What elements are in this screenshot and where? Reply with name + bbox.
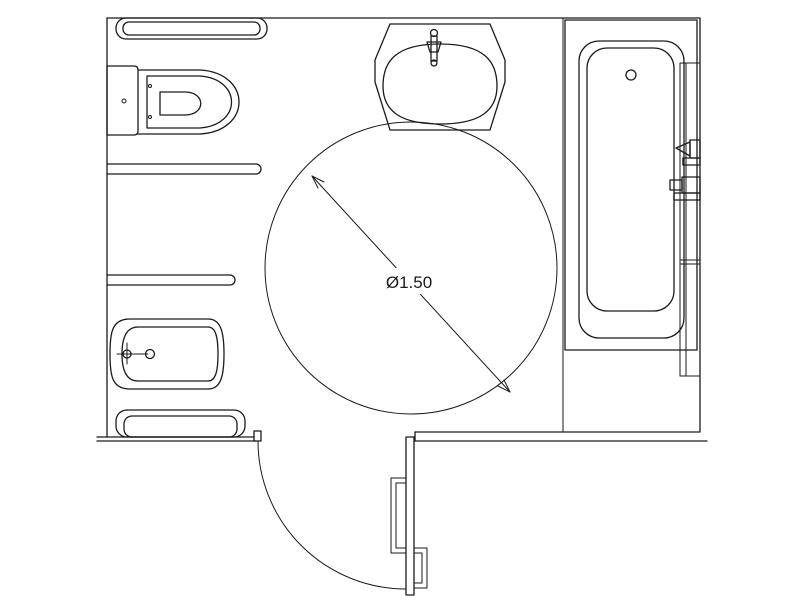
toilet: [106, 65, 240, 136]
washbasin: [374, 23, 506, 131]
grab-bar-bottom: [115, 409, 246, 438]
diameter-label: Ø1.50: [386, 273, 432, 292]
door: [257, 436, 428, 596]
bidet: [109, 318, 225, 390]
grab-bar-top: [115, 17, 268, 40]
grab-bar-middle: [106, 163, 262, 175]
bathtub: [564, 19, 701, 377]
room-walls: [96, 17, 708, 442]
grab-bar-lower: [106, 274, 236, 286]
wheelchair-turning-circle: Ø1.50: [264, 121, 558, 415]
